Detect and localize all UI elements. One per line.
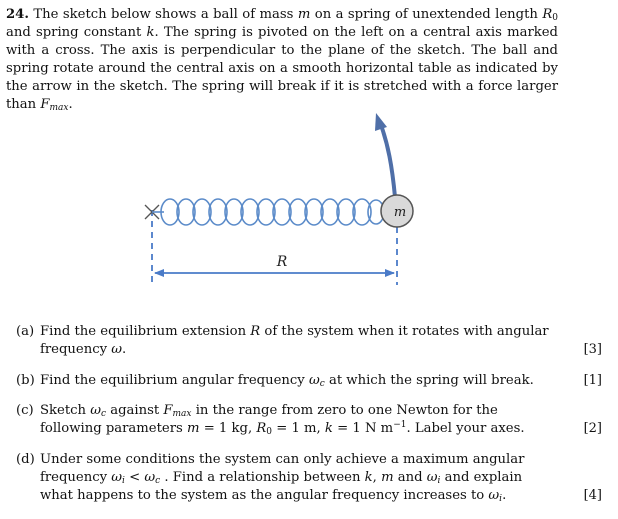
text: . Find a relationship between	[160, 470, 365, 485]
part-label: (b)	[16, 373, 35, 388]
text: = 1 m,	[272, 421, 325, 436]
var-R0: R	[542, 7, 553, 22]
text: . Label your axes.	[406, 421, 525, 436]
distance-label: R	[276, 254, 288, 270]
text: .	[122, 342, 127, 357]
marks-badge: 4	[584, 487, 602, 505]
subscript: max	[49, 103, 69, 113]
part-text: Find the equilibrium angular frequency ω…	[40, 372, 558, 390]
var: ω	[144, 470, 156, 485]
var: ω	[90, 403, 101, 418]
var: m	[381, 470, 394, 485]
subscript: c	[319, 379, 325, 389]
var: R	[250, 324, 261, 339]
subscript: i	[499, 494, 503, 504]
var: ω	[308, 373, 320, 388]
var: k	[364, 470, 373, 485]
spring-coil	[152, 198, 385, 226]
spring-ball-figure: m R	[144, 113, 414, 285]
intro-text: and spring constant	[6, 25, 147, 40]
part-text: Under some conditions the system can onl…	[40, 451, 558, 505]
text: in the range from zero to one Newton for…	[40, 403, 498, 436]
part-text: Sketch ωc against Fmax in the range from…	[40, 402, 558, 438]
subscript: 0	[552, 13, 558, 23]
subscript: c	[100, 409, 107, 419]
question-number: 24.	[6, 7, 29, 22]
subscript: i	[122, 476, 125, 486]
subscript: c	[155, 476, 161, 486]
text: and explain what happens to the system a…	[40, 470, 523, 503]
var: ω	[111, 470, 123, 485]
part-label: (d)	[16, 452, 35, 467]
text: Find the equilibrium angular frequency	[40, 373, 309, 388]
text: at which the spring will break.	[324, 373, 534, 388]
intro-text: on a spring of unextended length	[310, 7, 543, 22]
subscript: 0	[266, 427, 273, 437]
intro-text: The sketch below shows a ball of mass	[28, 7, 298, 22]
var-k: k	[146, 25, 155, 40]
var-m: m	[297, 7, 311, 22]
marks-badge: 3	[584, 341, 602, 359]
var: R	[256, 421, 267, 436]
rotation-arrow-head-icon	[375, 113, 387, 131]
var-Fmax: F	[40, 97, 50, 112]
superscript: −1	[393, 420, 407, 430]
var: F	[163, 403, 173, 418]
text: <	[124, 470, 145, 485]
text: Under some conditions the system can onl…	[40, 452, 525, 485]
intro-text: .	[68, 97, 73, 112]
question-intro: 24. The sketch below shows a ball of mas…	[6, 6, 558, 114]
marks-badge: 1	[584, 372, 602, 390]
part-a: (a) Find the equilibrium extension R of …	[16, 323, 608, 359]
var: ω	[426, 470, 438, 485]
subscript: i	[437, 476, 441, 486]
rotation-arrow-shaft	[379, 124, 397, 198]
marks-badge: 2	[584, 420, 602, 438]
part-label: (a)	[16, 324, 35, 339]
part-b: (b) Find the equilibrium angular frequen…	[16, 372, 608, 390]
text: .	[502, 488, 507, 503]
text: and	[393, 470, 427, 485]
ball-label: m	[394, 205, 406, 220]
text: Sketch	[40, 403, 91, 418]
text: = 1 kg,	[199, 421, 257, 436]
ball	[380, 194, 414, 228]
var: k	[324, 421, 333, 436]
part-d: (d) Under some conditions the system can…	[16, 451, 608, 505]
text: ,	[372, 470, 382, 485]
var: ω	[111, 342, 123, 357]
part-text: Find the equilibrium extension R of the …	[40, 323, 558, 359]
var: m	[186, 421, 200, 436]
text: = 1 N m	[332, 421, 394, 436]
part-c: (c) Sketch ωc against Fmax in the range …	[16, 402, 608, 438]
subscript: max	[172, 409, 192, 419]
part-label: (c)	[16, 403, 34, 418]
text: against	[106, 403, 164, 418]
var: ω	[488, 488, 500, 503]
intro-text: . The spring is pivoted on the left on a…	[6, 25, 558, 112]
text: of the system when it rotates with angul…	[40, 324, 549, 357]
text: Find the equilibrium extension	[40, 324, 251, 339]
